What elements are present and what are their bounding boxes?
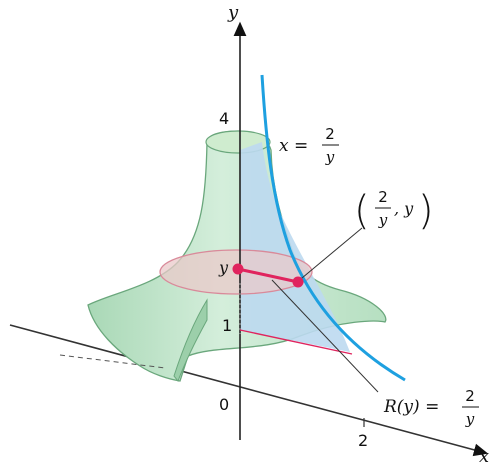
- point-leader-line: [301, 227, 363, 279]
- point-numerator: 2: [378, 188, 388, 206]
- curve-x-equals-2-over-y: [260, 74, 406, 382]
- tick-label-y-4: 4: [219, 109, 229, 128]
- radius-eq-numerator: 2: [465, 387, 475, 405]
- radius-leader-line: [271, 279, 379, 393]
- inner-wall: [173, 298, 208, 382]
- point-close-paren: ): [418, 188, 434, 234]
- tick-label-y-1: 1: [222, 316, 232, 335]
- origin-label: 0: [219, 395, 229, 414]
- radius-segment: [237, 267, 299, 284]
- x-axis: [9, 324, 489, 457]
- point-denominator: y: [378, 211, 388, 229]
- point-y-label: y: [218, 258, 229, 277]
- radius-equation-label: R(y) = 2 y: [383, 387, 479, 428]
- x-axis-label: x: [479, 446, 489, 467]
- curve-equation-label: x = 2 y: [279, 125, 339, 166]
- curve-eq-numerator: 2: [325, 125, 335, 143]
- shaded-region: [240, 142, 350, 352]
- point-coordinate-label: ( 2 y , y ): [354, 188, 434, 234]
- point-rest: , y: [394, 199, 414, 218]
- radius-eq-denominator: y: [465, 410, 475, 428]
- tick-label-x-2: 2: [358, 431, 368, 450]
- y-axis-label: y: [227, 2, 239, 23]
- curve-eq-denominator: y: [325, 148, 335, 166]
- point-open-paren: (: [354, 188, 370, 234]
- radius-eq-lhs: R(y) =: [383, 397, 439, 417]
- point-on-curve: [292, 276, 304, 288]
- point-on-axis: [232, 263, 244, 275]
- region-bottom-edge: [239, 329, 353, 355]
- curve-eq-lhs: x =: [279, 136, 308, 156]
